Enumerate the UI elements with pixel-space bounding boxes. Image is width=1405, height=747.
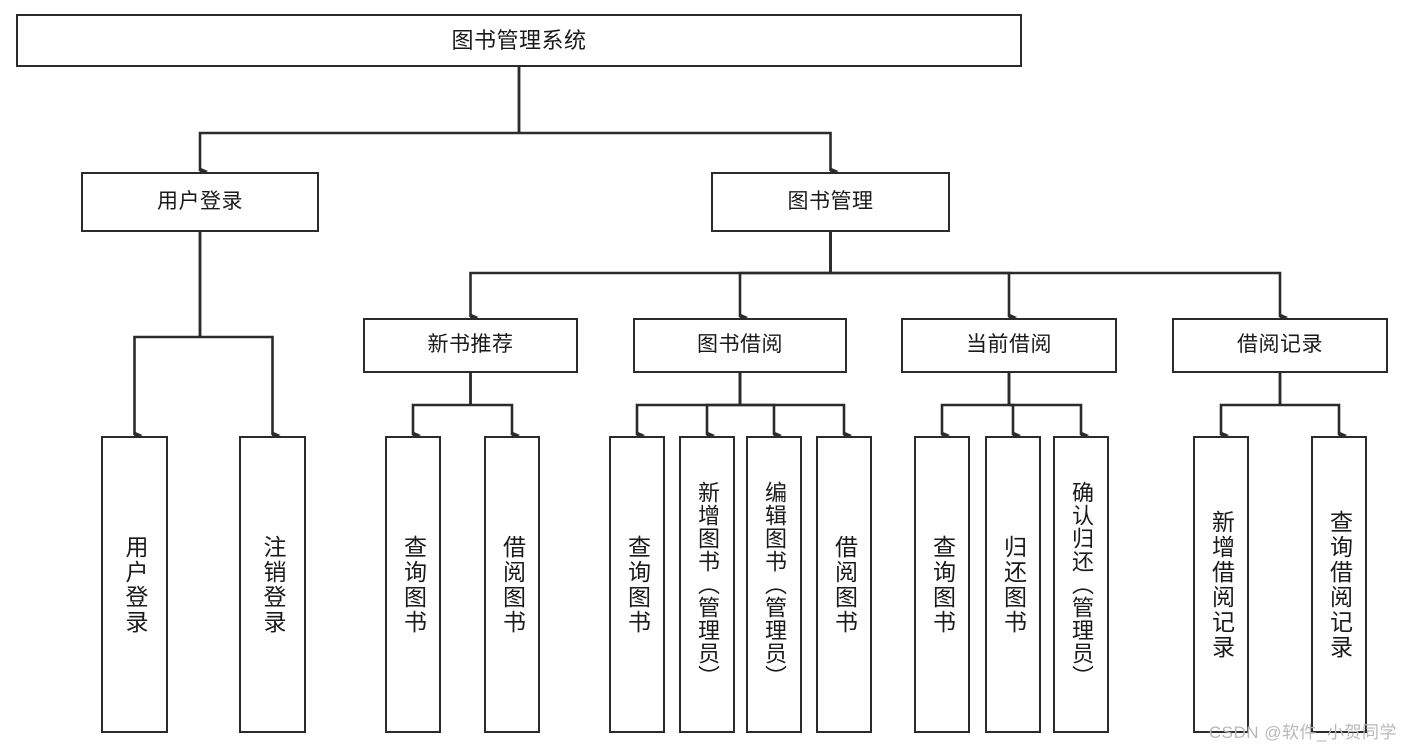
node-label: 新增借阅记录 [1208,509,1235,660]
edge-new-book-rec-to-leaf-rec-query [411,403,471,439]
edge-borrow-log-to-leaf-bl-add [1219,403,1280,439]
node-label: 查询借阅记录 [1326,509,1353,660]
node-leaf-cb-query: 查询图书 [914,436,970,733]
node-label: 编辑图书（管理员） [762,481,787,688]
node-leaf-rec-query: 查询图书 [385,436,441,733]
edge-cur-borrow-to-leaf-cb-query [940,403,1009,439]
node-label: 图书管理系统 [451,27,587,53]
node-cur-borrow: 当前借阅 [901,318,1117,373]
node-label: 查询图书 [929,534,956,635]
node-leaf-bb-edit: 编辑图书（管理员） [746,436,802,733]
node-root: 图书管理系统 [16,14,1022,67]
edge-new-book-rec-to-leaf-rec-borrow [470,403,521,439]
node-leaf-user-logout: 注销登录 [239,436,306,733]
edge-borrow-log-to-leaf-bl-query [1280,403,1348,439]
node-book-mgmt: 图书管理 [711,172,950,232]
node-user-login: 用户登录 [81,172,319,232]
node-label: 查询图书 [400,534,427,635]
node-label: 图书管理 [787,189,874,213]
edge-user-login-to-leaf-user-login [133,335,200,439]
edge-book-mgmt-to-cur-borrow [830,271,1018,321]
node-label: 归还图书 [1000,534,1027,635]
edge-book-borrow-to-leaf-bb-query [635,403,740,439]
node-new-book-rec: 新书推荐 [363,318,578,373]
edge-book-mgmt-to-book-borrow [738,271,831,321]
edge-cur-borrow-to-leaf-cb-return [1009,403,1022,439]
node-leaf-bl-add: 新增借阅记录 [1193,436,1249,733]
edge-book-mgmt-to-borrow-log [830,271,1289,321]
node-label: 当前借阅 [966,333,1052,357]
node-leaf-bl-query: 查询借阅记录 [1311,436,1367,733]
node-label: 查询图书 [624,534,651,635]
node-label: 借阅图书 [831,534,858,635]
edge-root-to-user-login [198,131,519,175]
node-leaf-cb-confirm: 确认归还（管理员） [1053,436,1109,733]
node-label: 新书推荐 [427,333,514,357]
node-leaf-bb-query: 查询图书 [609,436,665,733]
node-borrow-log: 借阅记录 [1172,318,1388,373]
edge-book-borrow-to-leaf-bb-borrow [740,403,853,439]
node-leaf-cb-return: 归还图书 [985,436,1041,733]
node-label: 借阅记录 [1237,333,1323,357]
node-label: 借阅图书 [499,534,526,635]
node-label: 新增图书（管理员） [695,481,720,688]
edge-root-to-book-mgmt [519,131,839,175]
node-label: 注销登录 [260,534,286,635]
node-leaf-rec-borrow: 借阅图书 [484,436,540,733]
node-label: 用户登录 [157,189,243,213]
edge-user-login-to-leaf-user-logout [200,335,281,439]
node-label: 图书借阅 [697,333,783,357]
edge-book-borrow-to-leaf-bb-add [705,403,740,439]
node-label: 用户登录 [122,534,148,635]
edge-book-mgmt-to-new-book-rec [469,271,831,321]
node-book-borrow: 图书借阅 [633,318,847,373]
node-leaf-user-login: 用户登录 [101,436,168,733]
edge-cur-borrow-to-leaf-cb-confirm [1009,403,1090,439]
node-leaf-bb-borrow: 借阅图书 [816,436,872,733]
edge-book-borrow-to-leaf-bb-edit [740,403,783,439]
node-leaf-bb-add: 新增图书（管理员） [679,436,735,733]
node-label: 确认归还（管理员） [1069,481,1094,688]
csdn-watermark: CSDN @软件_小贺同学 [1208,723,1397,742]
